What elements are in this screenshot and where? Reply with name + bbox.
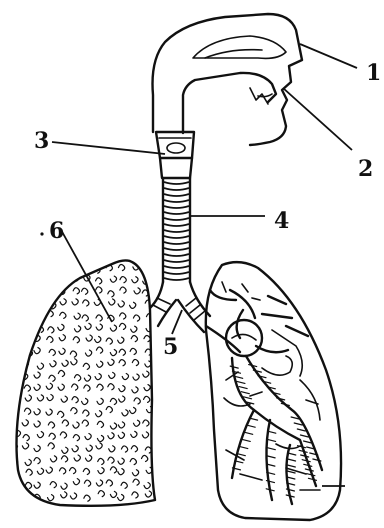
left-lung [10, 260, 155, 505]
trachea [163, 178, 190, 282]
head-outline [153, 14, 303, 145]
right-lung [206, 262, 345, 520]
label-4: 4 [274, 208, 289, 234]
label-6: 6 [49, 218, 64, 244]
label-2: 2 [358, 156, 373, 182]
larynx [156, 132, 194, 178]
label-3: 3 [34, 128, 49, 154]
label-1: 1 [366, 60, 381, 86]
bronchi [150, 282, 210, 332]
label-5: 5 [163, 334, 178, 360]
